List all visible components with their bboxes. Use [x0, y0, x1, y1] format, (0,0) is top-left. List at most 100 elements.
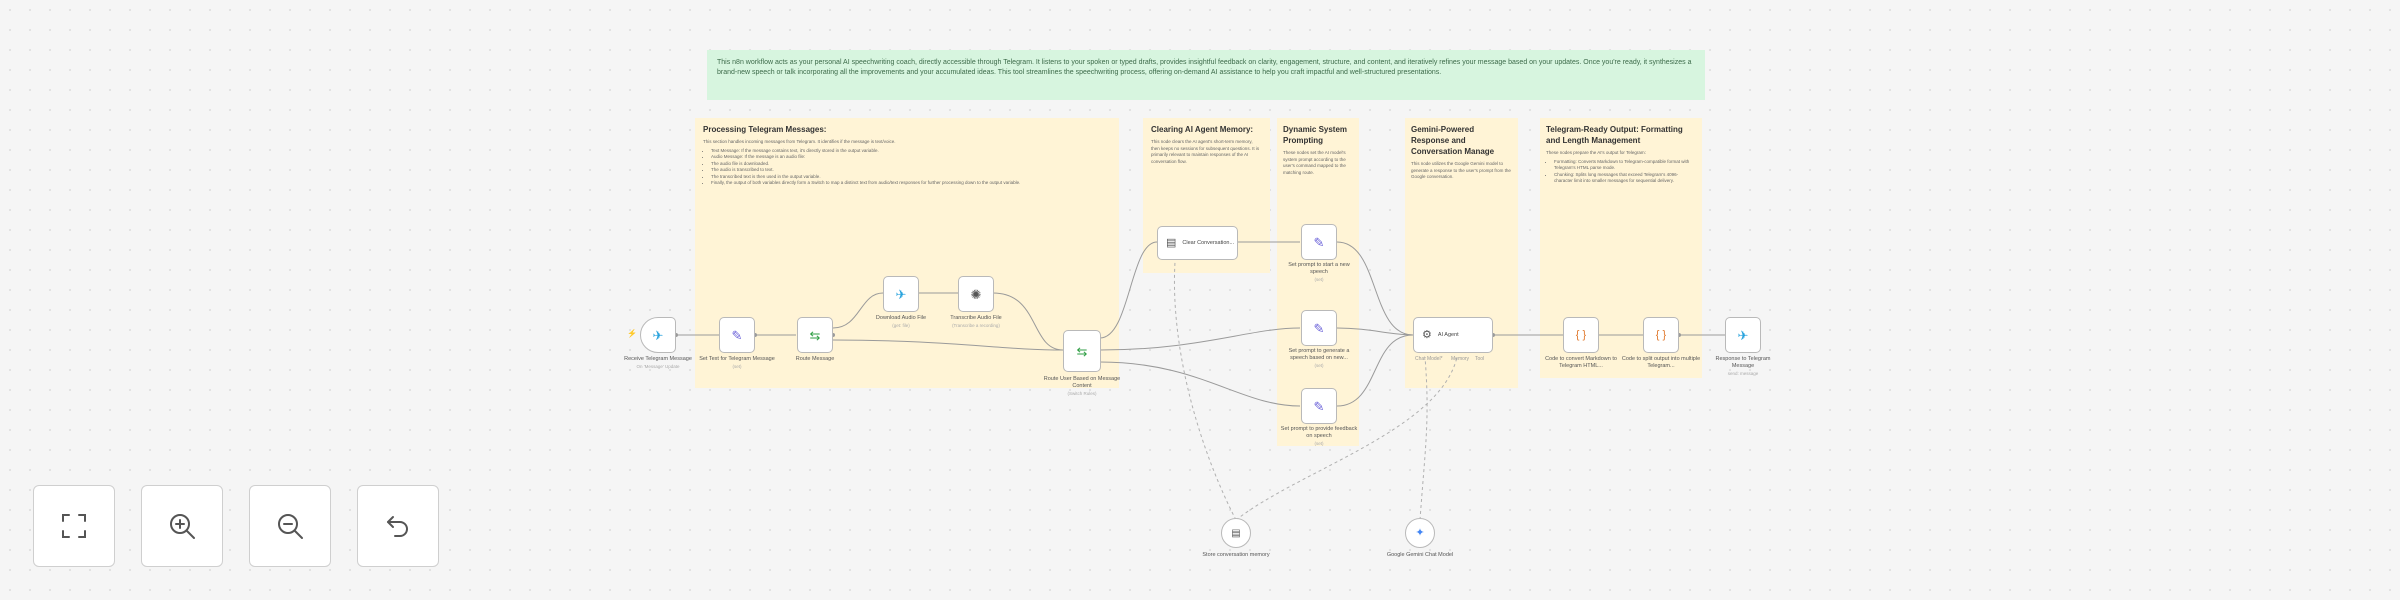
node-label: Set prompt to start a new speech (set) — [1279, 262, 1359, 283]
gemini-chat-model-node[interactable]: ✦ — [1405, 518, 1435, 548]
node-label: Set prompt to generate a speech based on… — [1279, 348, 1359, 369]
sticky-note-body: These nodes prepare the AI's output for … — [1546, 150, 1646, 155]
route-command-node[interactable]: ⇆ — [1063, 330, 1101, 372]
send-telegram-node[interactable]: ✈ — [1725, 317, 1761, 353]
node-subtitle: (get: file) — [892, 323, 910, 328]
node-title: Store conversation memory — [1202, 552, 1270, 558]
sticky-note-body: This node utilizes the Google Gemini mod… — [1411, 161, 1511, 179]
code-icon: { } — [1575, 328, 1587, 341]
port-chat-model: Chat Model* — [1415, 356, 1443, 362]
code-icon: { } — [1655, 328, 1667, 341]
sticky-note-list: Formatting: Converts Markdown to Telegra… — [1546, 159, 1696, 185]
workflow-description-text: This n8n workflow acts as your personal … — [717, 59, 1692, 76]
list-item: Chunking: Splits long messages that exce… — [1554, 172, 1696, 185]
sticky-note-body: This node clears the AI agent's short-te… — [1151, 139, 1260, 164]
node-title: Set prompt to generate a speech based on… — [1288, 348, 1350, 361]
pencil-icon: ✎ — [1313, 234, 1325, 250]
pencil-icon: ✎ — [1313, 398, 1325, 414]
node-label: Code to convert Markdown to Telegram HTM… — [1540, 356, 1622, 370]
node-label: Set Text for Telegram Message (set) — [699, 356, 775, 370]
node-label: Response to Telegram Message send: messa… — [1704, 356, 1782, 377]
sticky-note-title: Dynamic System Prompting — [1283, 125, 1348, 145]
node-title: Clear Conversation... — [1182, 239, 1235, 246]
split-output-node[interactable]: { } — [1643, 317, 1679, 353]
sticky-note-title: Clearing AI Agent Memory: — [1151, 125, 1254, 134]
gemini-icon: ✦ — [1415, 526, 1425, 539]
route-message-node[interactable]: ⇆ — [797, 317, 833, 353]
node-subtitle: (set) — [732, 364, 742, 369]
set-prompt-generate-speech-node[interactable]: ✎ — [1301, 310, 1337, 346]
list-item: Text Message: If the message contains te… — [711, 148, 1111, 155]
node-title: Receive Telegram Message — [624, 356, 692, 362]
list-item: The transcribed text is then used in the… — [711, 174, 1111, 181]
undo-icon — [387, 516, 408, 537]
download-audio-node[interactable]: ✈ — [883, 276, 919, 312]
ai-agent-node[interactable]: ⚙ AI Agent — [1413, 317, 1493, 353]
node-label: Code to split output into multiple Teleg… — [1620, 356, 1702, 370]
node-title: Set prompt to start a new speech — [1288, 262, 1350, 275]
node-title: Response to Telegram Message — [1715, 356, 1771, 369]
switch-icon: ⇆ — [809, 327, 821, 343]
node-title: Download Audio File — [875, 315, 927, 321]
sticky-note-title: Telegram-Ready Output: Formatting and Le… — [1546, 125, 1683, 145]
set-text-node[interactable]: ✎ — [719, 317, 755, 353]
transcribe-audio-node[interactable]: ✺ — [958, 276, 994, 312]
conversation-memory-node[interactable]: ▤ — [1221, 518, 1251, 548]
node-label: Download Audio File (get: file) — [863, 315, 939, 329]
zoom-out-button[interactable] — [249, 485, 331, 567]
node-subtitle: (Transcribe a recording) — [952, 323, 1000, 328]
sticky-note-list: Text Message: If the message contains te… — [703, 148, 1111, 187]
node-subtitle: On 'Message' Update — [636, 364, 680, 369]
switch-icon: ⇆ — [1076, 343, 1088, 359]
pencil-icon: ✎ — [731, 327, 743, 343]
workflow-description-note[interactable]: This n8n workflow acts as your personal … — [707, 50, 1705, 100]
node-label: Google Gemini Chat Model — [1384, 552, 1456, 559]
openai-icon: ✺ — [970, 286, 982, 302]
port-memory: Memory — [1451, 356, 1470, 362]
node-subtitle: send: message — [1727, 371, 1759, 376]
node-title: Set Text for Telegram Message — [699, 356, 775, 362]
edge-memory-to-clear — [1173, 261, 1237, 521]
telegram-trigger-node[interactable]: ✈ — [640, 317, 676, 353]
node-title: Transcribe Audio File — [950, 315, 1002, 321]
node-subtitle: (set) — [1314, 363, 1324, 368]
telegram-icon: ✈ — [652, 327, 664, 343]
sticky-note-title: Gemini-Powered Response and Conversation… — [1411, 125, 1495, 156]
fit-view-button[interactable] — [33, 485, 115, 567]
zoom-in-button[interactable] — [141, 485, 223, 567]
node-subtitle: (set) — [1314, 277, 1324, 282]
node-label: Receive Telegram Message On 'Message' Up… — [620, 356, 696, 370]
node-title: Code to convert Markdown to Telegram HTM… — [1545, 356, 1617, 369]
list-item: Audio Message: If the message is an audi… — [711, 154, 1111, 161]
sticky-note-body: This section handles incoming messages f… — [703, 139, 896, 144]
set-prompt-feedback-node[interactable]: ✎ — [1301, 388, 1337, 424]
sticky-note-processing-telegram[interactable]: Processing Telegram Messages: This secti… — [695, 118, 1119, 388]
node-label: Route User Based on Message Content (Swi… — [1040, 376, 1124, 397]
port-tool: Tool — [1475, 356, 1485, 362]
node-label: Transcribe Audio File (Transcribe a reco… — [933, 315, 1019, 329]
edge-switch-to-prompt2 — [1099, 327, 1301, 351]
list-item: Formatting: Converts Markdown to Telegra… — [1554, 159, 1696, 172]
sticky-note-title: Processing Telegram Messages: — [703, 125, 827, 134]
node-title: AI Agent — [1437, 331, 1459, 338]
clear-memory-node[interactable]: ▤ Clear Conversation... — [1157, 226, 1238, 260]
zoom-in-icon — [170, 514, 195, 539]
node-title: Route User Based on Message Content — [1043, 376, 1121, 389]
set-prompt-new-speech-node[interactable]: ✎ — [1301, 224, 1337, 260]
node-title: Route Message — [795, 356, 835, 362]
node-label: Set prompt to provide feedback on speech… — [1279, 426, 1359, 447]
node-label: Route Message — [777, 356, 853, 363]
list-item: The audio file is downloaded. — [711, 161, 1111, 168]
node-subtitle: (Switch Rules) — [1067, 391, 1097, 396]
telegram-icon: ✈ — [1737, 327, 1749, 343]
robot-icon: ⚙ — [1422, 328, 1432, 341]
sticky-note-body: These nodes set the AI model's system pr… — [1283, 150, 1346, 175]
reset-zoom-button[interactable] — [357, 485, 439, 567]
trigger-lightning-icon: ⚡ — [627, 329, 637, 338]
node-title: Set prompt to provide feedback on speech — [1280, 426, 1358, 439]
markdown-to-html-node[interactable]: { } — [1563, 317, 1599, 353]
fit-view-icon — [62, 514, 86, 538]
edge-switch-to-prompt3 — [1099, 361, 1301, 407]
telegram-icon: ✈ — [895, 286, 907, 302]
